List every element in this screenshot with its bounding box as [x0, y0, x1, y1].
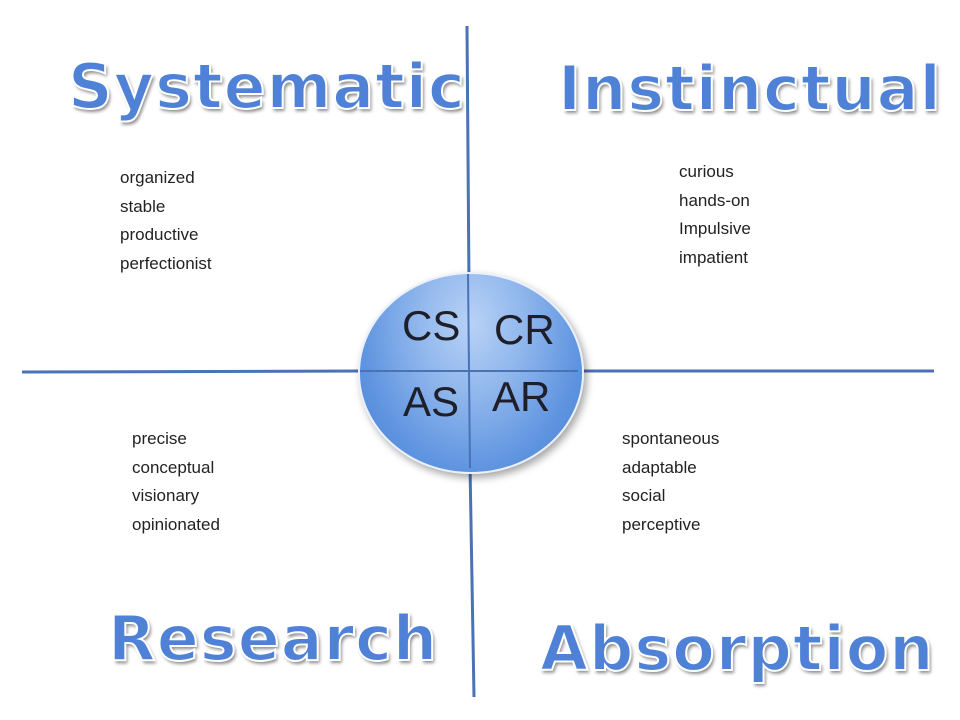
trait-item: conceptual [132, 457, 215, 477]
trait-item: social [622, 486, 666, 505]
trait-item: perceptive [622, 514, 701, 534]
horizontal-axis-left [21, 369, 363, 374]
quadrant-code-cs: CS [402, 302, 461, 349]
quadrant-code-ar: AR [492, 373, 551, 420]
trait-list-systematic: organized stable productive perfectionis… [120, 164, 212, 278]
quadrant-title-instinctual: Instinctual [557, 51, 942, 126]
trait-item: adaptable [622, 457, 697, 477]
trait-item: perfectionist [120, 253, 212, 273]
quadrant-code-cr: CR [494, 306, 555, 353]
quadrant-title-systematic: Systematic [67, 49, 466, 124]
trait-list-absorption: spontaneous adaptable social perceptive [622, 425, 719, 539]
trait-item: visionary [132, 486, 200, 505]
trait-item: spontaneous [622, 429, 720, 448]
trait-item: Impulsive [679, 219, 751, 238]
quadrant-title-absorption: Absorption [539, 611, 935, 686]
trait-item: impatient [679, 247, 748, 267]
trait-item: hands-on [679, 190, 750, 210]
vertical-axis-upper [465, 25, 471, 286]
trait-item: precise [132, 429, 187, 448]
trait-item: stable [120, 196, 166, 216]
vertical-axis-lower [468, 464, 476, 698]
quadrant-code-as: AS [403, 378, 460, 425]
trait-item: organized [120, 168, 195, 187]
quadrant-title-research: Research [107, 601, 439, 676]
center-ellipse [358, 272, 584, 474]
trait-list-research: precise conceptual visionary opinionated [132, 425, 220, 539]
trait-item: opinionated [132, 514, 220, 534]
trait-item: productive [120, 225, 199, 244]
trait-item: curious [679, 162, 734, 181]
trait-list-instinctual: curious hands-on Impulsive impatient [679, 158, 751, 272]
